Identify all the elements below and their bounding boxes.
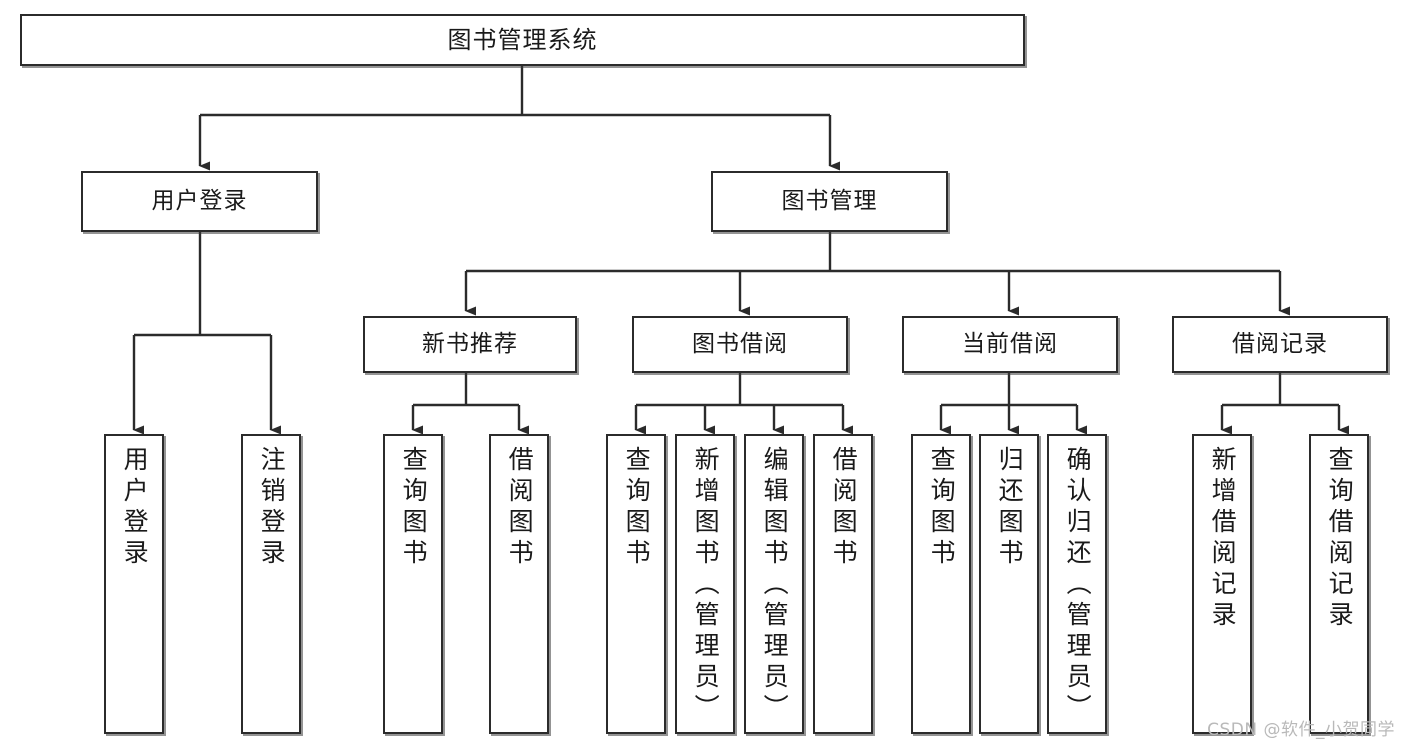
node-label: 查询图书 <box>927 446 957 570</box>
node-label: 图书管理 <box>781 187 878 214</box>
node-book-borrow[interactable]: 图书借阅 <box>632 316 848 373</box>
node-label: 注销登录 <box>257 446 287 570</box>
node-label: 编辑图书（管理员） <box>760 446 790 725</box>
node-label: 借阅记录 <box>1232 330 1328 357</box>
node-current-borrow[interactable]: 当前借阅 <box>902 316 1118 373</box>
leaf-return-book[interactable]: 归还图书 <box>979 434 1039 734</box>
node-borrow-record[interactable]: 借阅记录 <box>1172 316 1388 373</box>
leaf-query-borrow-record[interactable]: 查询借阅记录 <box>1309 434 1369 734</box>
node-label: 用户登录 <box>120 446 150 570</box>
node-label: 用户登录 <box>151 187 248 214</box>
node-book-management[interactable]: 图书管理 <box>711 171 948 232</box>
leaf-query-book-current[interactable]: 查询图书 <box>911 434 971 734</box>
leaf-query-book-recommend[interactable]: 查询图书 <box>383 434 443 734</box>
node-label: 新增借阅记录 <box>1208 446 1238 632</box>
node-label: 新书推荐 <box>422 330 518 357</box>
node-label: 借阅图书 <box>505 446 535 570</box>
node-label: 新增图书（管理员） <box>691 446 721 725</box>
leaf-logout[interactable]: 注销登录 <box>241 434 301 734</box>
node-new-book-recommend[interactable]: 新书推荐 <box>363 316 577 373</box>
node-label: 归还图书 <box>995 446 1025 570</box>
leaf-add-borrow-record[interactable]: 新增借阅记录 <box>1192 434 1252 734</box>
node-label: 查询图书 <box>622 446 652 570</box>
leaf-user-login[interactable]: 用户登录 <box>104 434 164 734</box>
node-label: 图书管理系统 <box>447 25 598 54</box>
leaf-confirm-return-admin[interactable]: 确认归还（管理员） <box>1047 434 1107 734</box>
leaf-query-book-borrow[interactable]: 查询图书 <box>606 434 666 734</box>
leaf-edit-book-admin[interactable]: 编辑图书（管理员） <box>744 434 804 734</box>
node-label: 当前借阅 <box>962 330 1058 357</box>
leaf-borrow-book[interactable]: 借阅图书 <box>813 434 873 734</box>
leaf-add-book-admin[interactable]: 新增图书（管理员） <box>675 434 735 734</box>
node-user-login[interactable]: 用户登录 <box>81 171 318 232</box>
leaf-borrow-book-recommend[interactable]: 借阅图书 <box>489 434 549 734</box>
node-label: 查询借阅记录 <box>1325 446 1355 632</box>
node-label: 查询图书 <box>399 446 429 570</box>
node-label: 图书借阅 <box>692 330 788 357</box>
watermark-text: CSDN @软件_小贺同学 <box>1207 720 1395 740</box>
node-label: 借阅图书 <box>829 446 859 570</box>
node-system-root[interactable]: 图书管理系统 <box>20 14 1025 66</box>
node-label: 确认归还（管理员） <box>1063 446 1093 725</box>
